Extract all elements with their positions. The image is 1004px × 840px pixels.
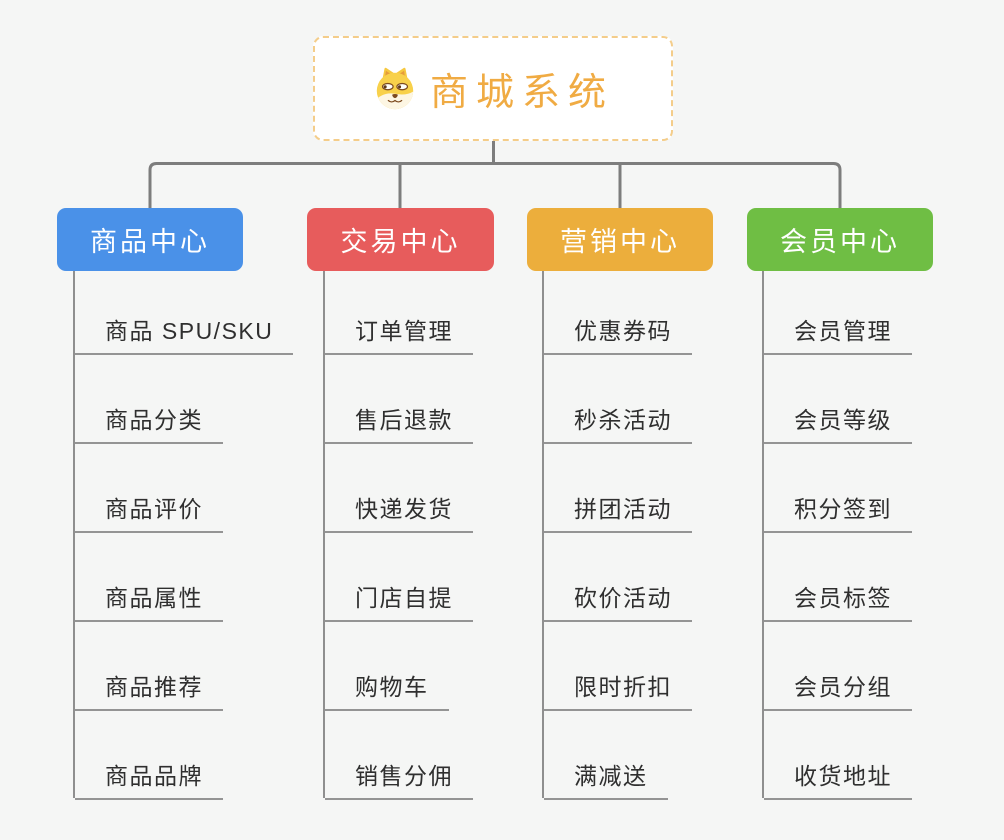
- sub-item[interactable]: 商品评价: [75, 444, 223, 533]
- doge-icon: [372, 66, 418, 112]
- sub-item[interactable]: 砍价活动: [544, 533, 692, 622]
- sub-item[interactable]: 购物车: [325, 622, 449, 711]
- sub-item[interactable]: 商品分类: [75, 355, 223, 444]
- sub-item[interactable]: 积分签到: [764, 444, 912, 533]
- sub-item[interactable]: 秒杀活动: [544, 355, 692, 444]
- connector-horizontal-rail: [148, 162, 842, 208]
- sub-item[interactable]: 优惠券码: [544, 271, 692, 355]
- sub-item[interactable]: 拼团活动: [544, 444, 692, 533]
- branch-column-product-center: 商品 SPU/SKU 商品分类 商品评价 商品属性 商品推荐 商品品牌: [73, 271, 294, 800]
- sub-item[interactable]: 快递发货: [325, 444, 473, 533]
- sub-item[interactable]: 会员等级: [764, 355, 912, 444]
- sub-item[interactable]: 商品品牌: [75, 711, 223, 800]
- branch-node-trade-center[interactable]: 交易中心: [307, 208, 494, 271]
- branch-node-marketing-center[interactable]: 营销中心: [527, 208, 713, 271]
- sub-item[interactable]: 销售分佣: [325, 711, 473, 800]
- sub-item[interactable]: 会员管理: [764, 271, 912, 355]
- sub-item[interactable]: 会员分组: [764, 622, 912, 711]
- sub-item[interactable]: 会员标签: [764, 533, 912, 622]
- sub-item[interactable]: 满减送: [544, 711, 668, 800]
- sub-item[interactable]: 商品属性: [75, 533, 223, 622]
- branch-column-marketing-center: 优惠券码 秒杀活动 拼团活动 砍价活动 限时折扣 满减送: [542, 271, 692, 800]
- root-title: 商城系统: [429, 72, 614, 114]
- sub-item[interactable]: 商品推荐: [75, 622, 223, 711]
- sub-item[interactable]: 售后退款: [325, 355, 473, 444]
- branch-node-member-center[interactable]: 会员中心: [747, 208, 933, 271]
- branch-column-member-center: 会员管理 会员等级 积分签到 会员标签 会员分组 收货地址: [762, 271, 912, 800]
- branch-column-trade-center: 订单管理 售后退款 快递发货 门店自提 购物车 销售分佣: [323, 271, 473, 800]
- sub-item[interactable]: 限时折扣: [544, 622, 692, 711]
- sub-item[interactable]: 订单管理: [325, 271, 473, 355]
- root-node[interactable]: 商城系统: [313, 36, 673, 141]
- branch-node-product-center[interactable]: 商品中心: [57, 208, 243, 271]
- sub-item[interactable]: 门店自提: [325, 533, 473, 622]
- sub-item[interactable]: 收货地址: [764, 711, 912, 800]
- sub-item[interactable]: 商品 SPU/SKU: [75, 271, 294, 355]
